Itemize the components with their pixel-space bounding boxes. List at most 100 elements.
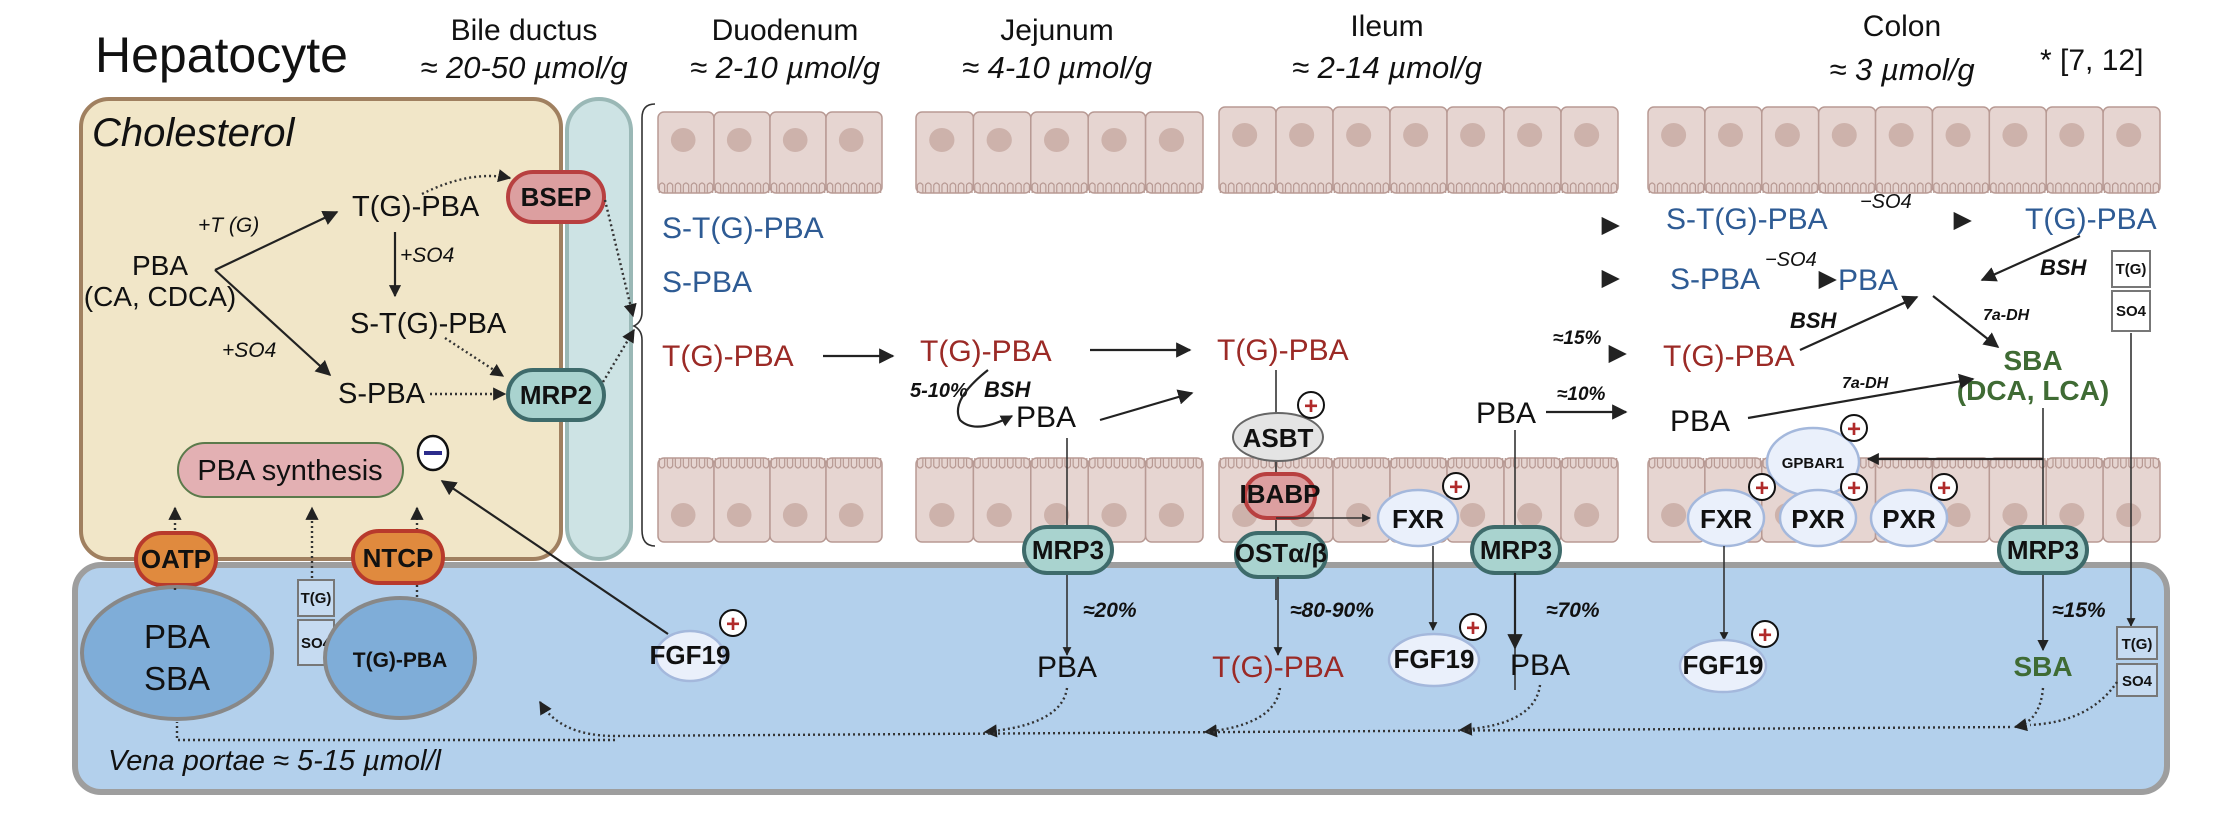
colon-tg-pba-red: T(G)-PBA (1663, 340, 1795, 373)
jejunum-mrp3-transporter[interactable]: MRP3 (1022, 525, 1114, 575)
colon-so4-box: SO4 (2111, 290, 2151, 332)
jejunum-epithelial-cell (1087, 111, 1147, 194)
portal-pool-pba-sba: PBA SBA (80, 585, 274, 721)
cell-nucleus (1460, 503, 1486, 527)
asbt-label: ASBT (1243, 423, 1314, 453)
ileum-epithelial-cell (1389, 106, 1448, 194)
colon-epithelial-cell (1817, 106, 1877, 194)
colon-sba-sub: (DCA, LCA) (1957, 375, 2109, 406)
cell-nucleus (2002, 503, 2028, 527)
ileum-mrp3-transporter[interactable]: MRP3 (1470, 525, 1562, 575)
section-footnote: * [7, 12] (2040, 44, 2143, 77)
microvilli (1333, 182, 1390, 193)
jej-bsh-label: BSH (984, 377, 1032, 402)
jej-pba-to-ile-arrow (1099, 389, 1194, 422)
mrp2-transporter[interactable]: MRP2 (506, 368, 606, 422)
colon-epithelial-cell (1761, 106, 1820, 194)
duodenum-epithelial-cell (825, 111, 883, 194)
ileum-fxr-receptor[interactable]: FXR (1376, 488, 1460, 548)
cholesterol-label: Cholesterol (92, 111, 295, 155)
section-name: Bile ductus (451, 14, 598, 47)
section-header-ileum: Ileum ≈ 2-14 µmol/g (1292, 10, 1482, 85)
oatp-transporter[interactable]: OATP (134, 531, 218, 587)
cell-nucleus (1945, 503, 1971, 527)
section-name: Duodenum (712, 14, 859, 47)
colon-sba-return (2013, 687, 2045, 732)
fgf19-label: FGF19 (1394, 644, 1475, 674)
microvilli (1504, 182, 1561, 193)
colon-mrp3-transporter[interactable]: MRP3 (1997, 525, 2089, 575)
ileum-fgf19[interactable]: FGF19 (1387, 632, 1481, 688)
colon-epithelial-cell (2102, 106, 2161, 194)
plus-icon: + (726, 611, 740, 638)
microvilli (658, 182, 714, 193)
colon-fxr-receptor[interactable]: FXR (1686, 488, 1766, 548)
microvilli (1390, 458, 1447, 469)
microvilli (1561, 182, 1618, 193)
cell-nucleus (726, 128, 752, 152)
asbt-transporter[interactable]: ASBT (1232, 412, 1324, 462)
pba-label: PBA (132, 250, 188, 281)
jejunum-pba: PBA (1016, 401, 1076, 434)
microvilli (1031, 182, 1088, 193)
microvilli (916, 458, 973, 469)
ibabp-protein[interactable]: IBABP (1240, 472, 1321, 520)
inhibition-sign (416, 434, 450, 472)
activation-sign: + (1459, 613, 1487, 642)
jej-bsh-arrow (956, 369, 1014, 428)
section-concentration: ≈ 2-10 µmol/g (690, 50, 880, 85)
portal-return-main (538, 700, 2011, 738)
plus-icon: + (1755, 475, 1769, 502)
jej-split-pct: 5-10% (910, 380, 968, 402)
microvilli (2046, 182, 2103, 193)
ost-transporter[interactable]: OSTα/β (1234, 531, 1328, 579)
colon-dh1-label: 7a-DH (1983, 307, 2030, 324)
microvilli (1705, 182, 1762, 193)
cell-nucleus (2116, 503, 2142, 527)
tg-pba-label: T(G)-PBA (352, 191, 480, 223)
cell-nucleus (2116, 123, 2142, 147)
cell-nucleus (1460, 123, 1486, 147)
activation-sign: + (1748, 473, 1776, 502)
microvilli (1762, 182, 1818, 193)
colon-pxr2-receptor[interactable]: PXR (1869, 488, 1949, 548)
colon-pxr1-receptor[interactable]: PXR (1778, 488, 1858, 548)
s-pba-label: S-PBA (338, 378, 426, 410)
microvilli (770, 182, 826, 193)
plus-icon: + (1847, 475, 1861, 502)
microvilli (1819, 182, 1875, 193)
section-header-colon: Colon ≈ 3 µmol/g * [7, 12] (1829, 10, 2143, 87)
jejunum-epithelial-cell (1030, 111, 1089, 194)
colon-epithelial-cell (1704, 106, 1763, 194)
jejunum-epithelial-cell (915, 111, 975, 194)
colon-dh2-arrow (1747, 373, 1975, 420)
cell-nucleus (782, 128, 808, 152)
microvilli (826, 458, 882, 469)
pool1-a: PBA (144, 618, 210, 655)
bsep-transporter[interactable]: BSEP (506, 170, 606, 224)
ileum-epithelial-cell (1446, 106, 1505, 194)
page-title: Hepatocyte (95, 27, 348, 83)
fgf19-label: FGF19 (1683, 650, 1764, 680)
colon-fgf19[interactable]: FGF19 (1678, 638, 1768, 694)
s-tg-pba-label: S-T(G)-PBA (350, 308, 507, 340)
ibabp-label: IBABP (1240, 479, 1321, 509)
ileum-pba-return (1458, 684, 1542, 736)
jejunum-epithelial-cell (1144, 457, 1204, 543)
colon-epithelial-cell (1931, 106, 1991, 194)
colon-sba: SBA (2003, 345, 2062, 376)
duodenum-epithelial-cell (769, 457, 827, 543)
mrp2-to-bile-arrow (601, 328, 636, 383)
microvilli (2046, 458, 2103, 469)
ntcp-transporter[interactable]: NTCP (351, 529, 445, 585)
cell-nucleus (2059, 503, 2085, 527)
sulfation-label: +SO4 (222, 339, 276, 362)
gpbar1-receptor[interactable]: GPBAR1 (1765, 426, 1861, 498)
pool2-label: T(G)-PBA (353, 649, 447, 672)
colon-tg-pba-blue: T(G)-PBA (2025, 203, 2157, 236)
liver-fgf19[interactable]: FGF19 (650, 629, 731, 683)
oatp-label: OATP (141, 544, 211, 574)
microvilli (1333, 458, 1390, 469)
microvilli (1561, 458, 1618, 469)
